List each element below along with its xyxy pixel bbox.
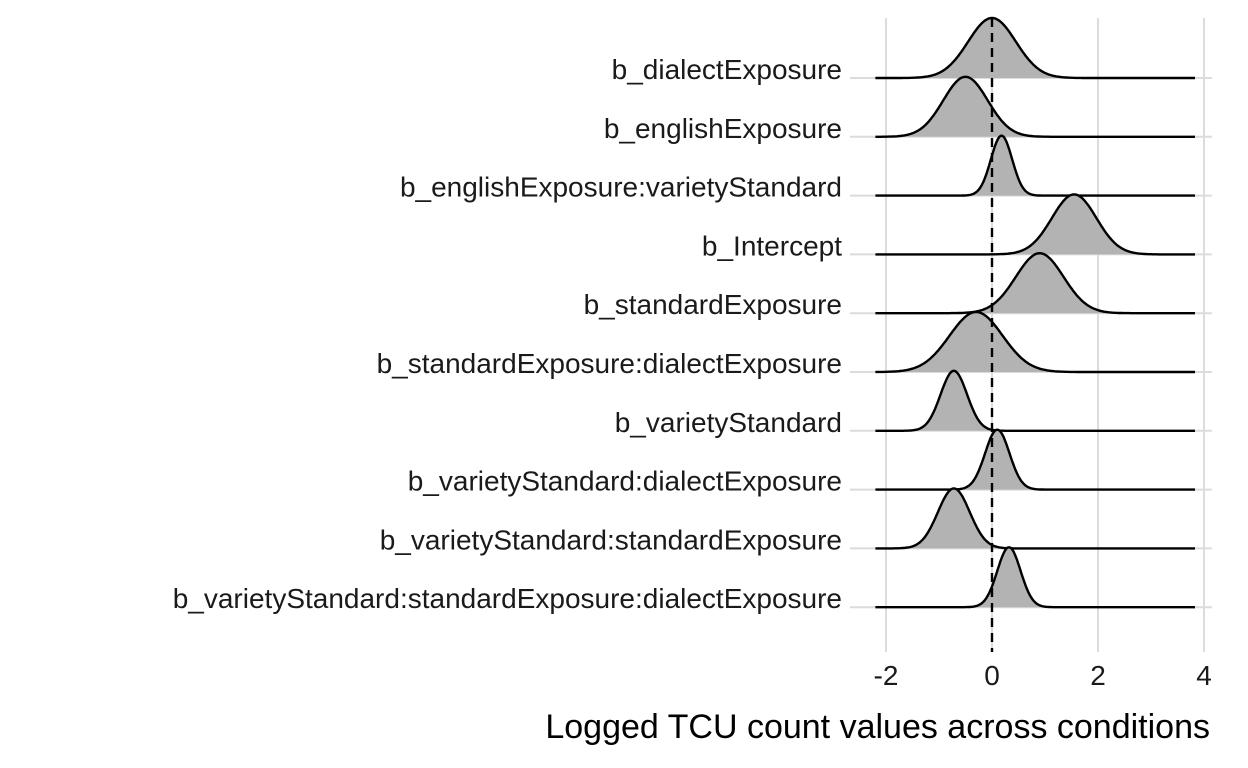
ridge-line-9 — [875, 546, 1196, 609]
x-tick-label-1: 0 — [984, 660, 1000, 691]
ridge-fill-5 — [875, 312, 1195, 372]
y-label-4: b_standardExposure — [584, 289, 842, 320]
y-axis-labels: b_dialectExposure b_englishExposure b_engl… — [173, 54, 843, 614]
ridge-line-7 — [875, 428, 1196, 491]
gridlines — [850, 18, 1212, 652]
ridge-line-4 — [875, 252, 1196, 315]
ridge-line-5 — [875, 310, 1196, 374]
ridge-fill-8 — [875, 488, 1195, 549]
density-ridges — [875, 16, 1196, 609]
y-label-9: b_varietyStandard:standardExposure:diale… — [173, 583, 842, 614]
y-label-1: b_englishExposure — [604, 113, 842, 144]
x-tick-label-2: 2 — [1090, 660, 1106, 691]
y-label-6: b_varietyStandard — [615, 407, 842, 438]
ridge-fill-2 — [875, 135, 1195, 196]
x-axis-title: Logged TCU count values across condition… — [545, 708, 1210, 746]
ridge-fill-0 — [875, 18, 1195, 78]
y-label-2: b_englishExposure:varietyStandard — [400, 172, 842, 203]
ridge-line-2 — [875, 134, 1196, 197]
ridge-fill-4 — [875, 253, 1195, 314]
x-tick-label-3: 4 — [1196, 660, 1212, 691]
ridge-fill-6 — [875, 370, 1195, 431]
y-label-5: b_standardExposure:dialectExposure — [377, 348, 842, 379]
ridge-line-1 — [875, 75, 1196, 138]
x-tick-label-0: -2 — [874, 660, 899, 691]
ridge-fill-3 — [875, 194, 1195, 255]
y-label-7: b_varietyStandard:dialectExposure — [408, 466, 842, 497]
y-label-8: b_varietyStandard:standardExposure — [380, 524, 842, 555]
ridge-line-8 — [875, 487, 1196, 550]
ridge-line-6 — [875, 369, 1196, 432]
ridge-line-3 — [875, 193, 1196, 256]
ridge-fill-1 — [875, 76, 1195, 137]
y-label-0: b_dialectExposure — [612, 54, 842, 85]
ridge-line-0 — [875, 16, 1196, 80]
ridge-fill-9 — [875, 547, 1195, 608]
ridge-fill-7 — [875, 429, 1195, 490]
x-axis-tick-labels: -2 0 2 4 — [874, 660, 1212, 691]
y-label-3: b_Intercept — [702, 230, 842, 261]
